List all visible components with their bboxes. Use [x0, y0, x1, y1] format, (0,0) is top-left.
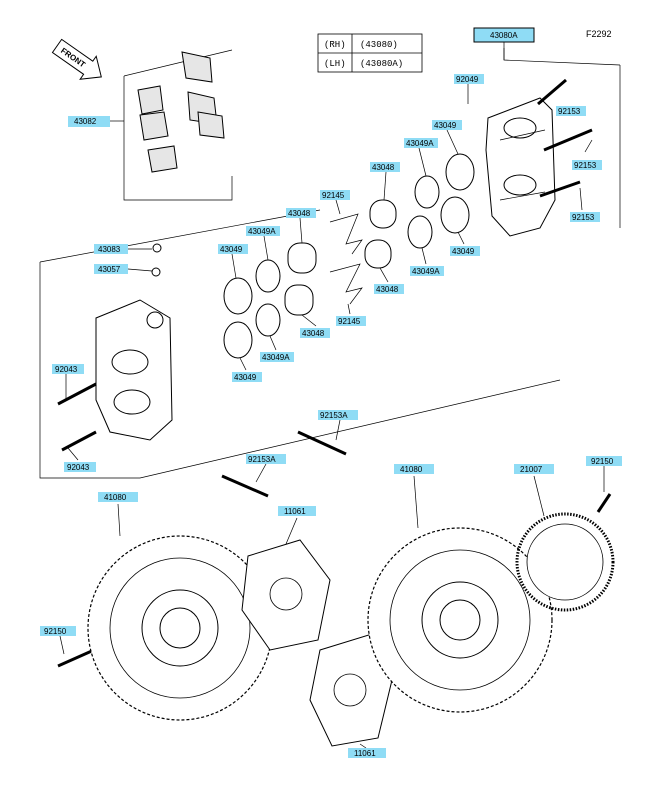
callout-43049-3: 43049 [452, 247, 475, 256]
table-side-rh: (RH) [324, 40, 346, 50]
callout-92043-1: 92043 [55, 365, 78, 374]
callout-92145-2: 92145 [338, 317, 361, 326]
callout-92153-1: 92153 [558, 107, 581, 116]
callout-43049A-3: 43049A [412, 267, 440, 276]
brake-disc-left [87, 535, 273, 721]
callout-41080-2: 41080 [400, 465, 423, 474]
callout-92153-2: 92153 [574, 161, 597, 170]
callout-92145-1: 92145 [322, 191, 345, 200]
callout-43048-3: 43048 [376, 285, 399, 294]
callout-43049A-4: 43049A [262, 353, 290, 362]
brake-pads [137, 51, 225, 173]
disc-gaskets [241, 539, 393, 747]
callout-41080-1: 41080 [104, 493, 127, 502]
callout-43057: 43057 [98, 265, 121, 274]
callout-11061-2: 11061 [354, 749, 376, 758]
table-part-rh: (43080) [360, 40, 398, 50]
callout-92150-1: 92150 [591, 457, 614, 466]
callout-43049-1: 43049 [434, 121, 457, 130]
callout-11061-1: 11061 [284, 507, 306, 516]
callout-92150-2: 92150 [44, 627, 67, 636]
caliper-lh-half [95, 299, 173, 441]
table-part-lh: (43080A) [360, 59, 403, 69]
callout-43048-4: 43048 [302, 329, 325, 338]
callout-43082: 43082 [74, 117, 97, 126]
callout-92043-2: 92043 [67, 463, 90, 472]
callout-43049-4: 43049 [234, 373, 257, 382]
callout-43049A-1: 43049A [406, 139, 434, 148]
callout-43049A-2: 43049A [248, 227, 276, 236]
callout-21007: 21007 [520, 465, 543, 474]
abs-sensor-rotor [515, 512, 615, 612]
assembly-table: (RH) (43080) (LH) (43080A) [317, 33, 423, 73]
callout-92153A-1: 92153A [320, 411, 348, 420]
bolts [57, 78, 612, 668]
callout-labels: 43080A 43082 92049 92153 92153 92153 430… [40, 27, 622, 758]
figure-code: F2292 [586, 29, 612, 39]
table-side-lh: (LH) [324, 59, 346, 69]
callout-43048-1: 43048 [372, 163, 395, 172]
pad-springs [329, 213, 363, 305]
brake-disc-right [367, 527, 553, 713]
pistons-and-seals [223, 153, 475, 359]
callout-92153-3: 92153 [572, 213, 595, 222]
callout-43080A: 43080A [490, 31, 518, 40]
callout-92049: 92049 [456, 75, 479, 84]
caliper-rh-half [485, 97, 556, 237]
callout-92153A-2: 92153A [248, 455, 276, 464]
callout-43048-2: 43048 [288, 209, 311, 218]
front-arrow-icon: FRONT [51, 38, 102, 80]
callout-43049-2: 43049 [220, 245, 243, 254]
callout-43083: 43083 [98, 245, 121, 254]
